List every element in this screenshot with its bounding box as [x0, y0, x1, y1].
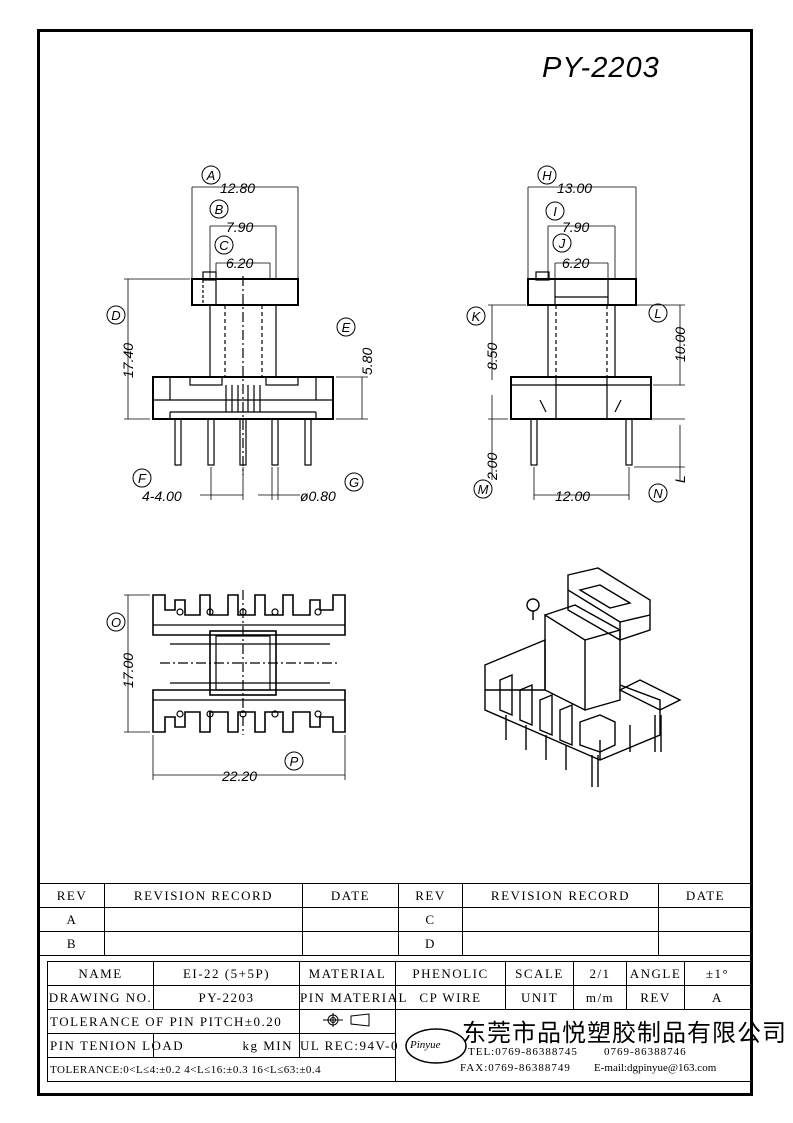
tolerance-pitch: TOLERANCE OF PIN PITCH±0.20: [47, 1009, 300, 1034]
name-label: NAME: [47, 961, 154, 986]
info-row-4: PIN TENION LOAD kg MIN UL REC:94V-0: [47, 1033, 751, 1058]
rev-cell: D: [398, 931, 463, 956]
dim-g-value: ø0.80: [300, 488, 336, 504]
label-j: J: [558, 236, 566, 251]
email: E-mail:dgpinyue@163.com: [594, 1061, 717, 1074]
title-block-table: NAME EI-22 (5+5P) MATERIAL PHENOLIC SCAL…: [47, 961, 786, 1082]
date-cell: [302, 931, 399, 956]
record-cell: [104, 907, 303, 932]
projection-symbol: [299, 1009, 396, 1034]
dim-a-value: 12.80: [220, 180, 255, 196]
dim-h-value: 13.00: [557, 180, 592, 196]
material-value: PHENOLIC: [395, 961, 506, 986]
label-h: H: [542, 168, 552, 183]
dim-l-value: 10.00: [672, 327, 688, 362]
unit-label: UNIT: [505, 985, 574, 1010]
date-header-2: DATE: [658, 883, 753, 908]
date-header: DATE: [302, 883, 399, 908]
dim-b-value: 7.90: [226, 219, 253, 235]
revision-header-row: REV REVISION RECORD DATE REV REVISION RE…: [39, 883, 753, 908]
dim-l2-label: L: [672, 475, 688, 483]
tel: TEL:0769-86388745: [468, 1045, 578, 1058]
record-cell: [104, 931, 303, 956]
rev-cell: A: [39, 907, 105, 932]
label-i: I: [553, 204, 557, 219]
top-view: [152, 590, 346, 735]
pin-tension-label: PIN TENION LOAD: [47, 1033, 183, 1058]
pinyue-logo-icon: [405, 1027, 467, 1064]
part-number-title: PY-2203: [542, 52, 660, 84]
company-name: 东莞市品悦塑胶制品有限公司: [462, 1018, 787, 1047]
date-cell: [658, 931, 753, 956]
rev-header-2: REV: [398, 883, 463, 908]
dim-j-value: 6.20: [562, 255, 589, 271]
date-cell: [302, 907, 399, 932]
info-row-3: TOLERANCE OF PIN PITCH±0.20 Pinyue 东莞市品悦…: [47, 1009, 786, 1082]
revision-record-header-2: REVISION RECORD: [462, 883, 659, 908]
label-g: G: [349, 475, 359, 490]
isometric-view: [484, 567, 682, 787]
scale-label: SCALE: [505, 961, 574, 986]
fax: FAX:0769-86388749: [460, 1061, 571, 1074]
label-n: N: [653, 486, 663, 501]
drawing-frame: [37, 29, 753, 1096]
unit-value: m/m: [573, 985, 627, 1010]
dim-n-value: 12.00: [555, 488, 590, 504]
revision-row: B D: [39, 931, 753, 956]
rev-header: REV: [39, 883, 105, 908]
dim-o-value: 17.00: [120, 653, 136, 688]
revision-row: A C: [39, 907, 753, 932]
dim-k-value: 8.50: [484, 343, 500, 370]
pin-material-value: CP WIRE: [395, 985, 506, 1010]
record-cell: [462, 931, 659, 956]
company-info-cell: Pinyue 东莞市品悦塑胶制品有限公司 TEL:0769-86388745 0…: [395, 1009, 786, 1082]
tolerance-general: TOLERANCE:0<L≤4:±0.2 4<L≤16:±0.3 16<L≤63…: [47, 1057, 396, 1082]
pin-material-label: PIN MATERIAL: [299, 985, 406, 1010]
label-l: L: [654, 306, 661, 321]
tel-2: 0769-86388746: [604, 1045, 687, 1058]
side-view: [510, 271, 652, 466]
info-row-5: TOLERANCE:0<L≤4:±0.2 4<L≤16:±0.3 16<L≤63…: [47, 1057, 751, 1082]
material-label: MATERIAL: [299, 961, 396, 986]
dim-d-value: 17.40: [120, 343, 136, 378]
dim-m-value: 2.00: [484, 453, 500, 481]
dim-f-value: 4-4.00: [142, 488, 182, 504]
dim-e-value: 5.80: [359, 348, 375, 375]
label-b: B: [215, 202, 224, 217]
label-f: F: [138, 471, 147, 486]
rev-cell: B: [39, 931, 105, 956]
info-row-2: DRAWING NO. PY-2203 PIN MATERIAL CP WIRE…: [47, 985, 751, 1010]
drawing-no-label: DRAWING NO.: [47, 985, 154, 1010]
name-value: EI-22 (5+5P): [153, 961, 300, 986]
rev-label: REV: [626, 985, 685, 1010]
date-cell: [658, 907, 753, 932]
dim-c-value: 6.20: [226, 255, 253, 271]
dim-p-value: 22.20: [221, 768, 257, 784]
label-c: C: [219, 238, 229, 253]
projection-symbol-icon: [322, 1012, 369, 1027]
label-a: A: [206, 168, 216, 183]
rev-cell: C: [398, 907, 463, 932]
ul-rec: UL REC:94V-0: [299, 1033, 398, 1058]
label-p: P: [290, 754, 299, 769]
info-row-1: NAME EI-22 (5+5P) MATERIAL PHENOLIC SCAL…: [47, 961, 751, 986]
label-e: E: [342, 320, 351, 335]
revision-record-header: REVISION RECORD: [104, 883, 303, 908]
angle-label: ANGLE: [626, 961, 685, 986]
front-view: [152, 271, 334, 475]
drawing-no-value: PY-2203: [153, 985, 300, 1010]
label-k: K: [472, 309, 482, 324]
logo-text: Pinyue: [410, 1038, 441, 1051]
dim-i-value: 7.90: [562, 219, 589, 235]
label-d: D: [111, 308, 120, 323]
revision-table: REV REVISION RECORD DATE REV REVISION RE…: [39, 883, 753, 956]
record-cell: [462, 907, 659, 932]
label-o: O: [111, 615, 121, 630]
angle-value: ±1°: [684, 961, 751, 986]
rev-value: A: [684, 985, 751, 1010]
label-m: M: [478, 482, 489, 497]
scale-value: 2/1: [573, 961, 627, 986]
